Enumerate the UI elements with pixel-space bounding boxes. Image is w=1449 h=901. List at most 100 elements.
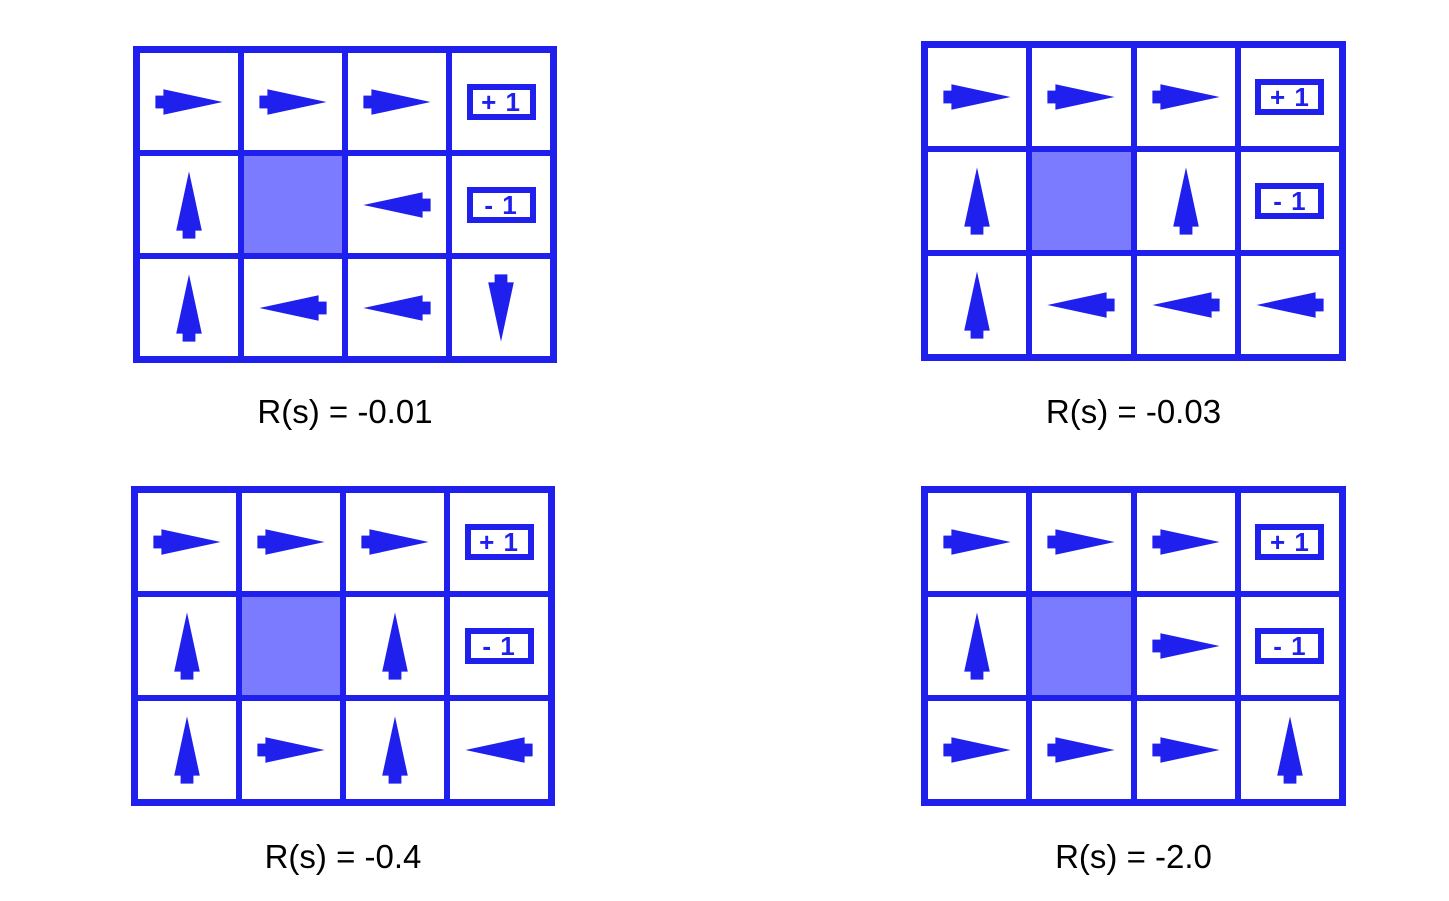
terminal-cell: - 1 [1240, 597, 1339, 695]
gridworld-grid: + 1 - 1 [131, 486, 555, 806]
arrow-up-icon [147, 606, 227, 686]
policy-cell [138, 597, 236, 695]
panel-caption: R(s) = -2.0 [1055, 838, 1212, 875]
arrow-right-icon [937, 710, 1017, 790]
arrow-right-icon [357, 62, 437, 142]
arrow-up-icon [1146, 161, 1226, 241]
policy-cell [1240, 256, 1339, 354]
arrow-right-icon [253, 62, 333, 142]
terminal-positive-badge: + 1 [1255, 79, 1325, 115]
policy-cell [346, 701, 444, 799]
policy-cell [1136, 597, 1235, 695]
terminal-negative-badge: - 1 [466, 186, 536, 223]
policy-cell [242, 493, 340, 591]
arrow-right-icon [937, 502, 1017, 582]
policy-cell [346, 493, 444, 591]
arrow-right-icon [1041, 502, 1121, 582]
arrow-right-icon [251, 710, 331, 790]
arrow-right-icon [1146, 502, 1226, 582]
policy-cell [928, 597, 1027, 695]
terminal-positive-badge: + 1 [1255, 524, 1325, 560]
arrow-right-icon [937, 57, 1017, 137]
policy-cell [138, 701, 236, 799]
arrow-up-icon [355, 710, 435, 790]
terminal-cell: + 1 [450, 493, 548, 591]
arrow-left-icon [1146, 265, 1226, 345]
policy-cell [928, 493, 1027, 591]
policy-cell [1136, 152, 1235, 250]
policy-cell [1032, 48, 1131, 146]
policy-cell [346, 597, 444, 695]
gridworld-grid: + 1 - 1 [921, 41, 1346, 361]
policy-cell [138, 493, 236, 591]
arrow-right-icon [251, 502, 331, 582]
policy-cell [1240, 701, 1339, 799]
policy-cell [928, 256, 1027, 354]
arrow-right-icon [1041, 57, 1121, 137]
arrow-up-icon [937, 265, 1017, 345]
policy-cell [1136, 256, 1235, 354]
gridworld-grid: + 1 - 1 [921, 486, 1346, 806]
terminal-cell: - 1 [452, 156, 550, 253]
gridworld-grid: + 1 - 1 [133, 46, 557, 363]
policy-cell [140, 53, 238, 150]
policy-cell [140, 259, 238, 356]
arrow-down-icon [461, 268, 541, 348]
policy-cell [242, 701, 340, 799]
terminal-negative-badge: - 1 [1255, 628, 1325, 664]
panel-caption: R(s) = -0.03 [1045, 393, 1222, 430]
panel-caption: R(s) = -0.4 [264, 838, 422, 875]
arrow-up-icon [149, 268, 229, 348]
arrow-left-icon [1250, 265, 1330, 345]
terminal-positive-badge: + 1 [464, 524, 534, 560]
arrow-up-icon [937, 606, 1017, 686]
arrow-left-icon [1041, 265, 1121, 345]
arrow-left-icon [357, 268, 437, 348]
terminal-cell: + 1 [452, 53, 550, 150]
policy-cell [928, 701, 1027, 799]
arrow-up-icon [937, 161, 1017, 241]
wall-cell [1032, 152, 1131, 250]
arrow-right-icon [1041, 710, 1121, 790]
terminal-cell: + 1 [1240, 48, 1339, 146]
arrow-right-icon [355, 502, 435, 582]
terminal-cell: - 1 [450, 597, 548, 695]
policy-cell [450, 701, 548, 799]
arrow-left-icon [253, 268, 333, 348]
arrow-up-icon [149, 165, 229, 245]
policy-cell [1032, 256, 1131, 354]
arrow-up-icon [355, 606, 435, 686]
policy-cell [1032, 701, 1131, 799]
policy-cell [1136, 701, 1235, 799]
terminal-cell: - 1 [1240, 152, 1339, 250]
policy-cell [348, 53, 446, 150]
terminal-positive-badge: + 1 [466, 83, 536, 120]
policy-cell [244, 259, 342, 356]
policy-cell [140, 156, 238, 253]
policy-cell [348, 259, 446, 356]
arrow-right-icon [1146, 710, 1226, 790]
policy-cell [1032, 493, 1131, 591]
arrow-right-icon [147, 502, 227, 582]
arrow-left-icon [459, 710, 539, 790]
terminal-cell: + 1 [1240, 493, 1339, 591]
policy-cell [928, 152, 1027, 250]
arrow-up-icon [1250, 710, 1330, 790]
policy-cell [1136, 493, 1235, 591]
arrow-left-icon [357, 165, 437, 245]
policy-cell [928, 48, 1027, 146]
wall-cell [1032, 597, 1131, 695]
policy-cell [1136, 48, 1235, 146]
arrow-right-icon [149, 62, 229, 142]
arrow-right-icon [1146, 606, 1226, 686]
policy-cell [348, 156, 446, 253]
terminal-negative-badge: - 1 [1255, 183, 1325, 219]
wall-cell [244, 156, 342, 253]
wall-cell [242, 597, 340, 695]
panel-caption: R(s) = -0.01 [257, 393, 433, 430]
terminal-negative-badge: - 1 [464, 628, 534, 664]
arrow-up-icon [147, 710, 227, 790]
arrow-right-icon [1146, 57, 1226, 137]
policy-cell [244, 53, 342, 150]
